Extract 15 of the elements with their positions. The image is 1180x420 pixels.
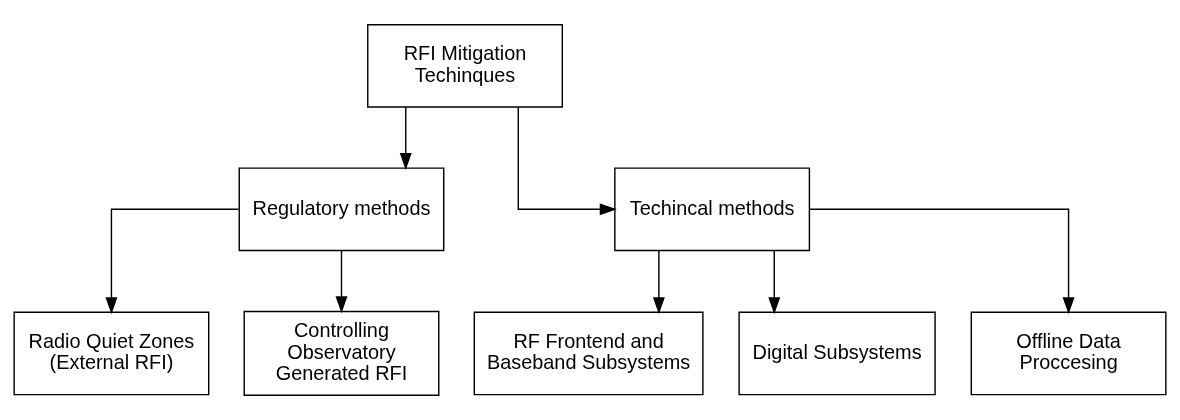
arrow [105, 208, 240, 315]
node-box: Radio Quiet Zones (External RFI) [13, 311, 210, 396]
arrow [652, 249, 665, 315]
arrow [399, 106, 412, 171]
node-box: Controlling Observatory Generated RFI [243, 310, 440, 397]
node-box: Digital Subsystems [738, 311, 936, 396]
arrow [335, 249, 348, 314]
node-box: RF Frontend and Baseband Subsystems [473, 311, 704, 396]
arrow [768, 249, 781, 315]
node-box: Offline Data Proccesing [970, 311, 1167, 396]
arrow [517, 106, 617, 216]
node-box: Regulatory methods [238, 167, 445, 252]
node-box: RFI Mitigation Techinques [367, 23, 563, 108]
arrow [808, 208, 1075, 315]
node-box: Techincal methods [614, 167, 811, 252]
